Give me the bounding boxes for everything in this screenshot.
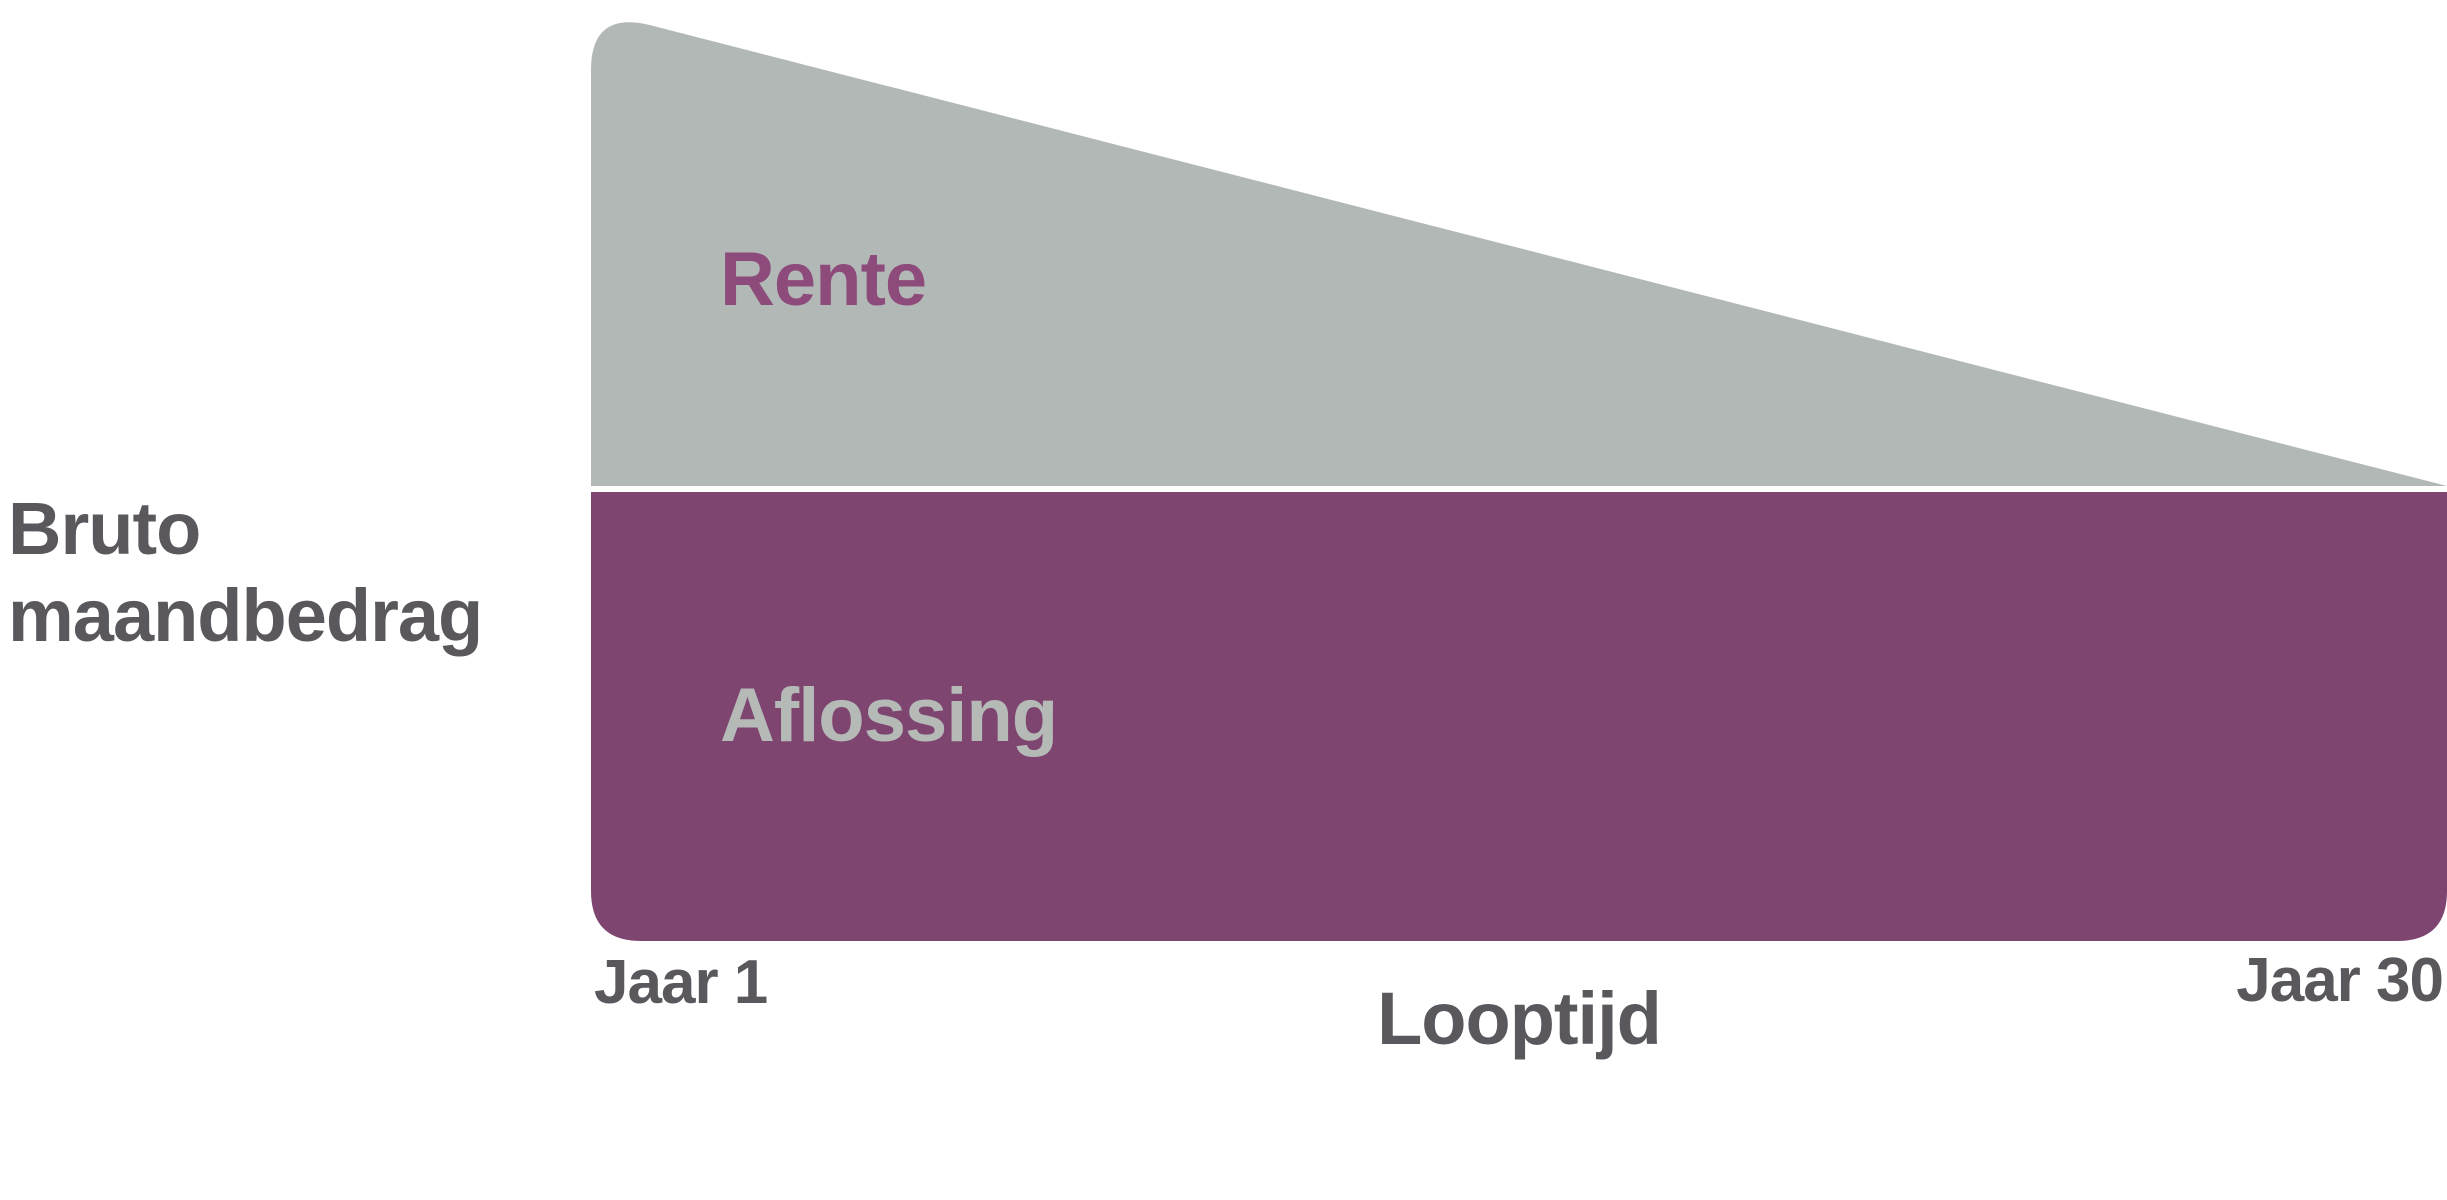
x-tick-jaar-1: Jaar 1: [594, 948, 768, 1017]
rente-area: [591, 22, 2447, 487]
x-tick-jaar-30: Jaar 30: [2236, 946, 2444, 1015]
aflossing-area-label: Aflossing: [720, 673, 1058, 758]
aflossing-area: [591, 492, 2447, 941]
y-axis-label: Bruto maandbedrag: [8, 487, 483, 657]
x-axis-label: Looptijd: [1377, 977, 1662, 1060]
rente-area-label: Rente: [720, 237, 927, 322]
